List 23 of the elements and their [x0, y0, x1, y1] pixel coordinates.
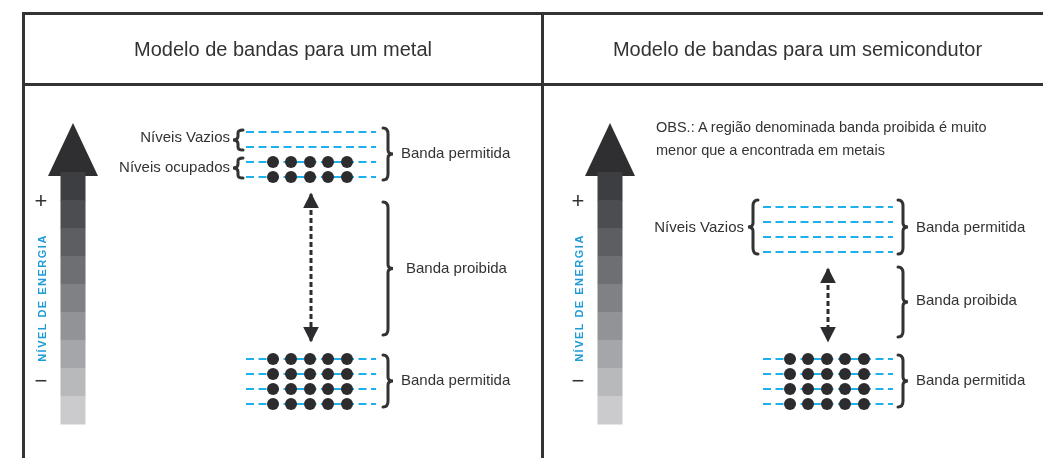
label: Níveis Vazios — [654, 218, 744, 236]
panel-title: Modelo de bandas para um semicondutor — [544, 15, 1043, 86]
panel-title: Modelo de bandas para um metal — [25, 15, 541, 86]
label: Banda permitida — [916, 371, 1026, 389]
double-arrow — [303, 192, 319, 343]
energy-band — [245, 351, 377, 411]
label: Banda permitida — [916, 218, 1026, 236]
energy-band — [762, 351, 894, 411]
label: Níveis ocupados — [119, 158, 230, 176]
panel — [22, 12, 544, 458]
label: − — [34, 367, 48, 395]
label: Banda permitida — [401, 371, 511, 389]
double-arrow — [820, 267, 836, 343]
label: Banda proibida — [406, 259, 507, 277]
label: − — [571, 367, 585, 395]
note: OBS.: A região denominada banda proibida é muito menor que a encontrada em metais — [656, 118, 988, 160]
label: + — [571, 187, 585, 215]
label: + — [34, 187, 48, 215]
label: Banda permitida — [401, 144, 511, 162]
axis-label: NÍVEL DE ENERGIA — [573, 234, 587, 362]
label: Níveis Vazios — [140, 128, 230, 146]
label: Banda proibida — [916, 291, 1017, 309]
axis-label: NÍVEL DE ENERGIA — [36, 234, 50, 362]
